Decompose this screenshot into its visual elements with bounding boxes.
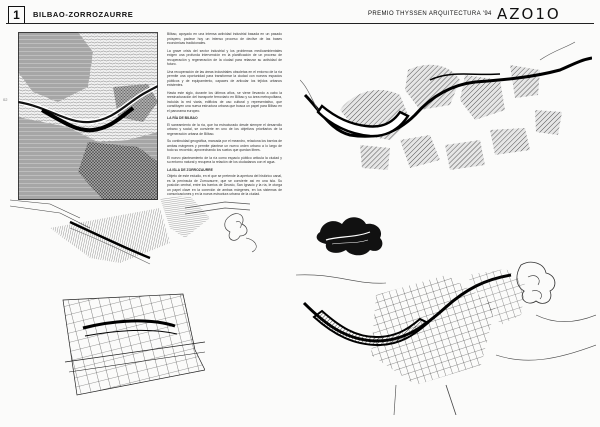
paragraph: El nuevo planteamiento de la ría como es… — [167, 155, 282, 165]
paragraph: Una recuperación de las áreas industrial… — [167, 69, 282, 88]
grid-plan-diagram — [62, 293, 205, 396]
header-divider — [6, 23, 594, 24]
locator-map — [316, 217, 383, 256]
section-heading: LA ISLA DE ZORROZAURRE — [167, 167, 213, 172]
panel-title: BILBAO-ZORROZAURRE — [33, 10, 134, 19]
paragraph: Su continuidad geográfica, marcada por e… — [167, 139, 282, 152]
text-column: Bilbao, apoyado en una intensa actividad… — [167, 32, 282, 200]
river-hatched-diagram — [10, 196, 257, 265]
paragraph: La grave crisis del sector industrial y … — [167, 48, 282, 67]
paragraph: Bilbao, apoyado en una intensa actividad… — [167, 32, 282, 45]
river-islands-map — [300, 41, 592, 170]
team-logo: AZO1O — [497, 5, 561, 23]
paragraph: Objeto de este estudio, en el que se pre… — [167, 174, 282, 196]
margin-mark: 02 — [3, 97, 8, 102]
urban-plan-map — [296, 261, 596, 415]
paragraph: El saneamiento de la ría, que ha estruct… — [167, 122, 282, 136]
competition-name: PREMIO THYSSEN ARQUITECTURA '94 — [368, 11, 492, 17]
section-heading: LA RÍA DE BILBAO — [167, 116, 198, 120]
paragraph: Hasta este siglo, durante los últimos añ… — [167, 90, 282, 113]
aerial-city-map — [18, 32, 158, 200]
panel-number: 1 — [8, 6, 25, 24]
